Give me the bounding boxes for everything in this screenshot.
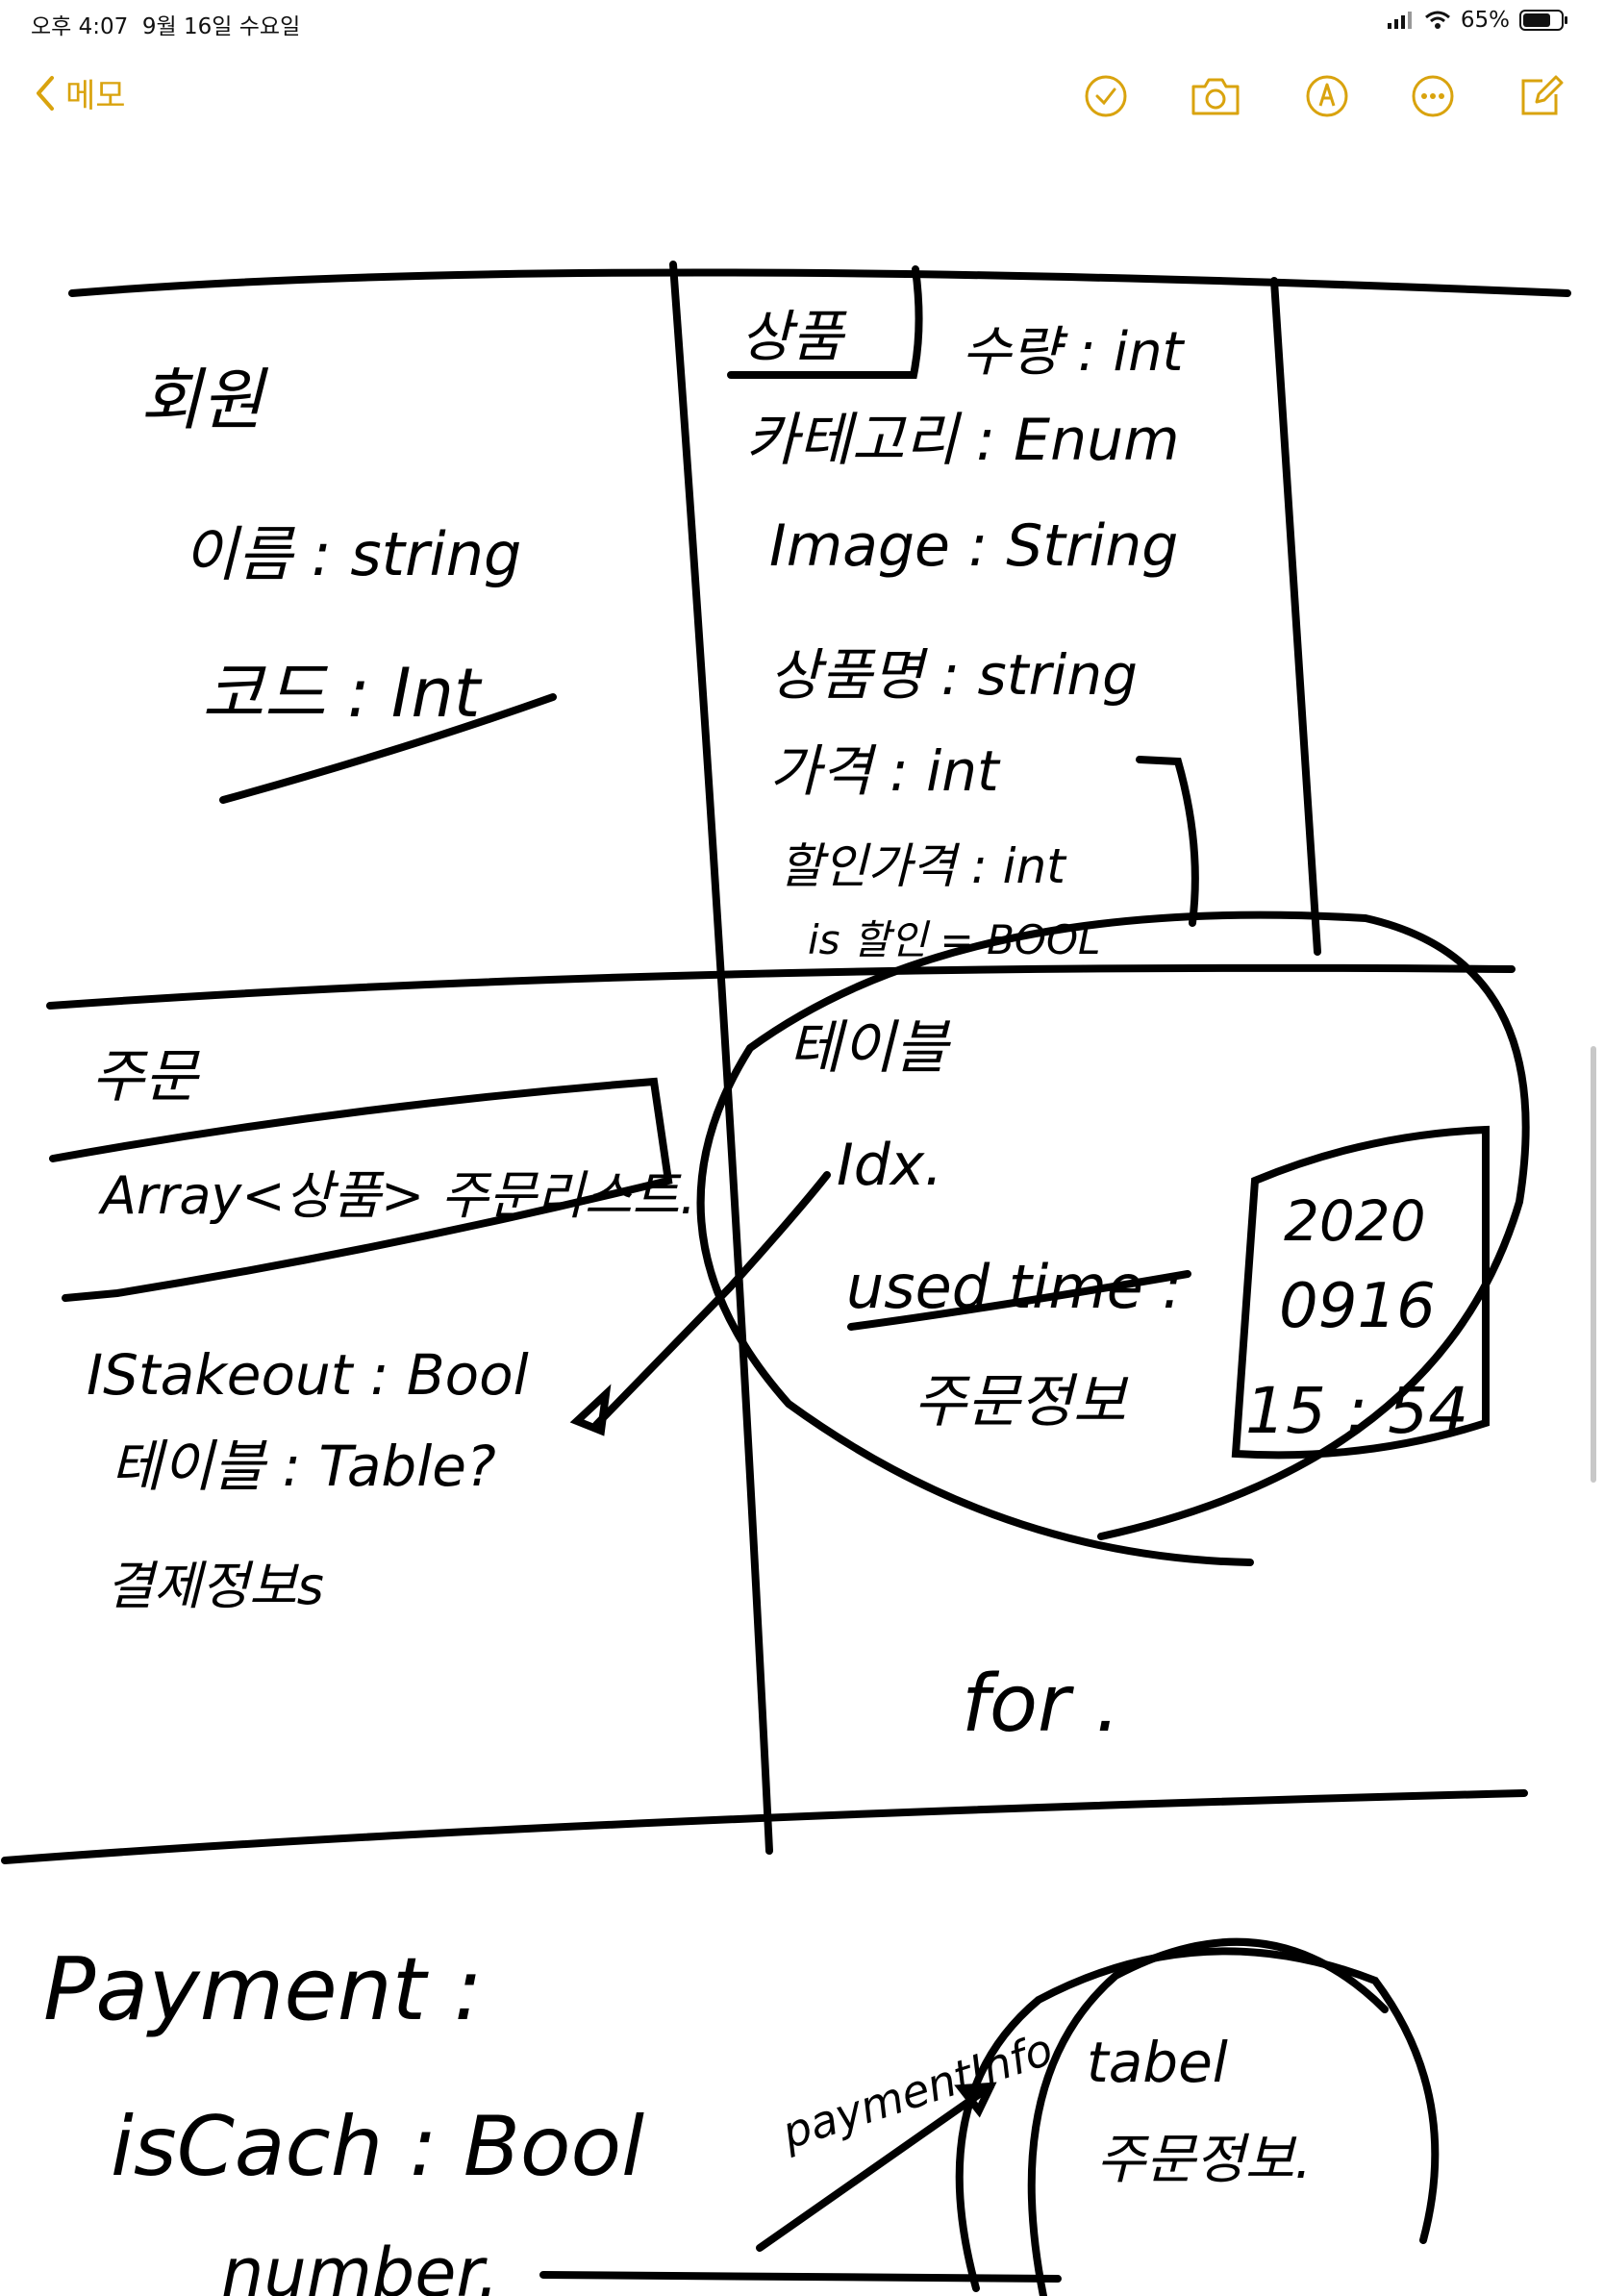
payment-circle-inner [1027, 1937, 1389, 2296]
markup-pen-icon [1306, 75, 1348, 117]
order-payment-info: 결제정보s [106, 1556, 324, 1616]
table-title: 테이블 [789, 1014, 951, 1082]
product-name: 상품명 : string [769, 642, 1138, 708]
payment-table-label: tabel [1087, 2030, 1228, 2095]
payment-number: number. [221, 2234, 499, 2296]
notes-toolbar: 메모 [0, 58, 1604, 131]
price-bracket [1136, 756, 1199, 927]
time-date: 0916 [1279, 1271, 1436, 1342]
battery-icon [1519, 10, 1567, 31]
compose-button[interactable] [1514, 69, 1567, 123]
link-arrow [592, 1171, 831, 1429]
order-table: 테이블 : Table? [111, 1434, 496, 1499]
product-is-discount: is 할인 = BOOL [808, 916, 1100, 963]
payment-is-cash: isCach : Bool [111, 2099, 644, 2195]
status-bar: 오후 4:07 9월 16일 수요일 65% [0, 0, 1604, 44]
order-list: Array<상품> 주문리스트. [98, 1165, 696, 1226]
product-category: 카테고리 : Enum [745, 407, 1180, 474]
back-label: 메모 [65, 77, 126, 115]
time-year: 2020 [1284, 1188, 1426, 1254]
table-idx: Idx. [837, 1132, 942, 1199]
table-circle [696, 911, 1530, 1566]
order-takeout: IStakeout : Bool [87, 1342, 529, 1408]
payment-arrow-head [954, 2082, 997, 2118]
vertical-divider-left [669, 261, 773, 1855]
middle-divider-line [46, 963, 1516, 1010]
used-time-box [1231, 1125, 1490, 1460]
table-used-time: used time : [846, 1252, 1182, 1322]
back-button[interactable]: 메모 [35, 69, 126, 116]
payment-title: Payment : [43, 1939, 483, 2040]
payment-baseline [539, 2271, 1062, 2283]
bottom-divider-line [1, 1789, 1528, 1864]
checklist-button[interactable] [1079, 69, 1133, 123]
payment-arrow [756, 2083, 994, 2252]
markup-button[interactable] [1300, 69, 1354, 123]
payment-order-info: 주문정보. [1096, 2129, 1312, 2191]
compose-icon [1521, 75, 1564, 115]
chevron-left-icon [37, 75, 54, 111]
status-time: 오후 4:07 9월 16일 수요일 [31, 14, 301, 39]
product-price: 가격 : int [769, 738, 1001, 804]
member-code-field: 코드 : Int [202, 654, 483, 733]
table-order-info: 주문정보 [914, 1368, 1129, 1435]
member-title: 회원 [139, 361, 268, 439]
table-for-text: for . [962, 1659, 1120, 1750]
product-discount-price: 할인가격 : int [779, 838, 1067, 894]
product-title: 상품 [740, 304, 847, 369]
top-divider-line [68, 268, 1571, 297]
vertical-divider-right [1270, 277, 1321, 956]
camera-button[interactable] [1189, 69, 1242, 123]
handwritten-sketch[interactable]: 회원 이름 : string 코드 : Int 상품 수량 : int 카테고리… [0, 135, 1604, 2296]
more-button[interactable] [1406, 69, 1460, 123]
member-name-field: 이름 : string [183, 519, 521, 589]
battery-percent: 65% [1460, 8, 1510, 33]
signal-icon [1387, 12, 1412, 29]
camera-icon [1191, 78, 1240, 115]
product-quantity: 수량 : int [962, 321, 1186, 384]
checklist-icon [1085, 75, 1127, 117]
more-icon [1412, 75, 1454, 117]
order-list-box [49, 1077, 673, 1302]
payment-circle [955, 1947, 1440, 2292]
order-title: 주문 [91, 1043, 200, 1111]
product-image: Image : String [769, 512, 1178, 580]
wifi-icon [1424, 11, 1450, 29]
used-time-underline [847, 1270, 1191, 1331]
time-clock: 15 : 54 [1245, 1374, 1468, 1448]
link-arrow-head [569, 1384, 612, 1436]
status-right: 65% [1387, 8, 1569, 33]
vertical-scrollbar[interactable] [1591, 1046, 1596, 1483]
code-underline [219, 693, 557, 804]
product-title-box [727, 265, 923, 379]
